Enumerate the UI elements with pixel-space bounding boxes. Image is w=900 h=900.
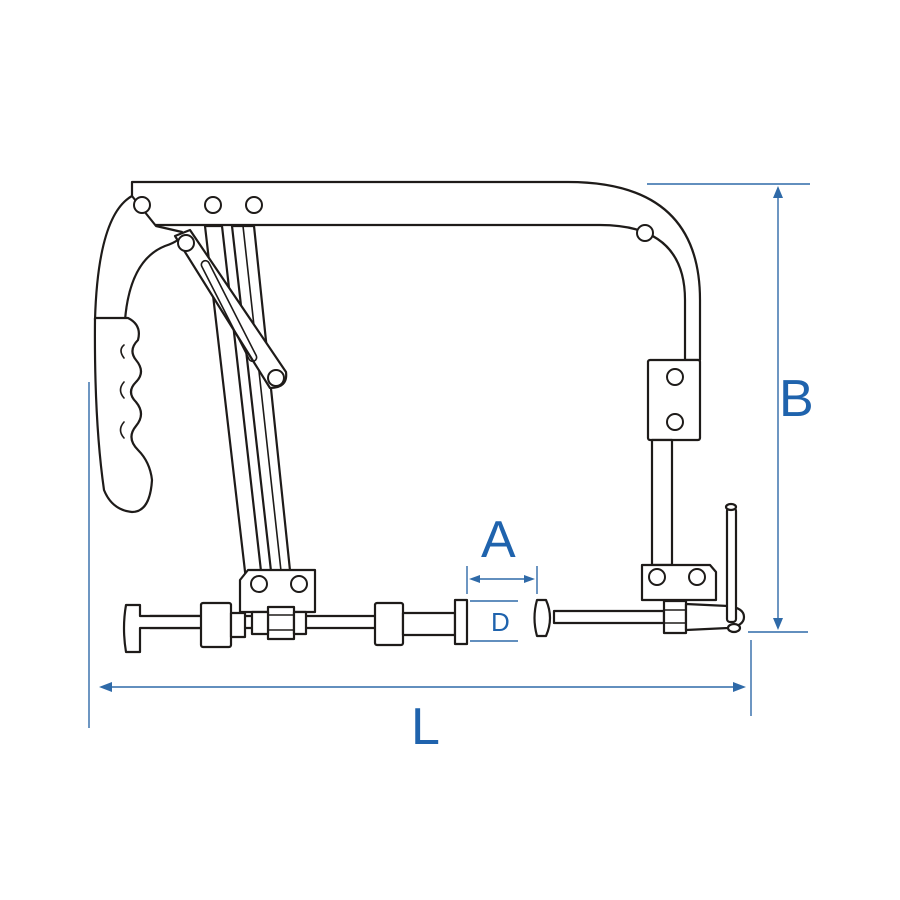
sleeve-hole-top	[666, 368, 684, 386]
adapter-neck	[401, 611, 457, 637]
left-t-end	[122, 603, 206, 654]
right-spindle	[552, 609, 666, 625]
rod-center-line	[242, 225, 283, 581]
dim-b-arrow-top	[773, 186, 783, 198]
dim-l-arrow-left	[99, 682, 112, 692]
dimension-lines	[88, 183, 810, 728]
left-nut-flange-l	[250, 610, 270, 636]
link-pivot-top	[177, 234, 195, 252]
dim-a-arrow-right	[524, 575, 535, 583]
top-bar-hole-1	[133, 196, 151, 214]
left-bracket-hole-1	[250, 575, 268, 593]
rubber-grip	[93, 316, 154, 514]
t-handle-bottom	[726, 622, 742, 634]
dim-label-l: L	[411, 698, 440, 756]
right-nut	[662, 599, 688, 635]
grip-ridges	[119, 344, 125, 439]
bracket-hole-left	[648, 568, 666, 586]
left-nut-flange-r	[292, 610, 308, 636]
t-handle-top	[724, 502, 738, 512]
sleeve-plate	[646, 358, 702, 442]
dim-label-d: D	[491, 607, 510, 637]
top-bar-hole-4	[636, 224, 654, 242]
top-bar-hole-2	[204, 196, 222, 214]
spindle-pad	[533, 598, 552, 638]
sleeve-hole-bottom	[666, 413, 684, 431]
right-vertical-bar	[650, 438, 674, 567]
link-slot	[200, 259, 258, 363]
dim-l-arrow-right	[733, 682, 746, 692]
bracket-hole-right	[688, 568, 706, 586]
top-bar-hole-3	[245, 196, 263, 214]
dimension-labels: A B D L	[411, 370, 814, 756]
left-nut	[266, 605, 296, 641]
adapter-head	[453, 598, 469, 646]
adapter-body	[373, 601, 405, 647]
dim-b-arrow-bottom	[773, 618, 783, 630]
dim-label-b: B	[779, 370, 814, 428]
left-collar-neck	[229, 611, 247, 639]
dim-a-arrow-left	[469, 575, 480, 583]
compressor-tool	[93, 180, 746, 654]
left-bracket-hole-2	[290, 575, 308, 593]
left-collar	[199, 601, 233, 649]
dim-label-a: A	[481, 511, 516, 569]
link-pivot-bottom	[267, 369, 285, 387]
t-handle-pin	[725, 506, 738, 624]
